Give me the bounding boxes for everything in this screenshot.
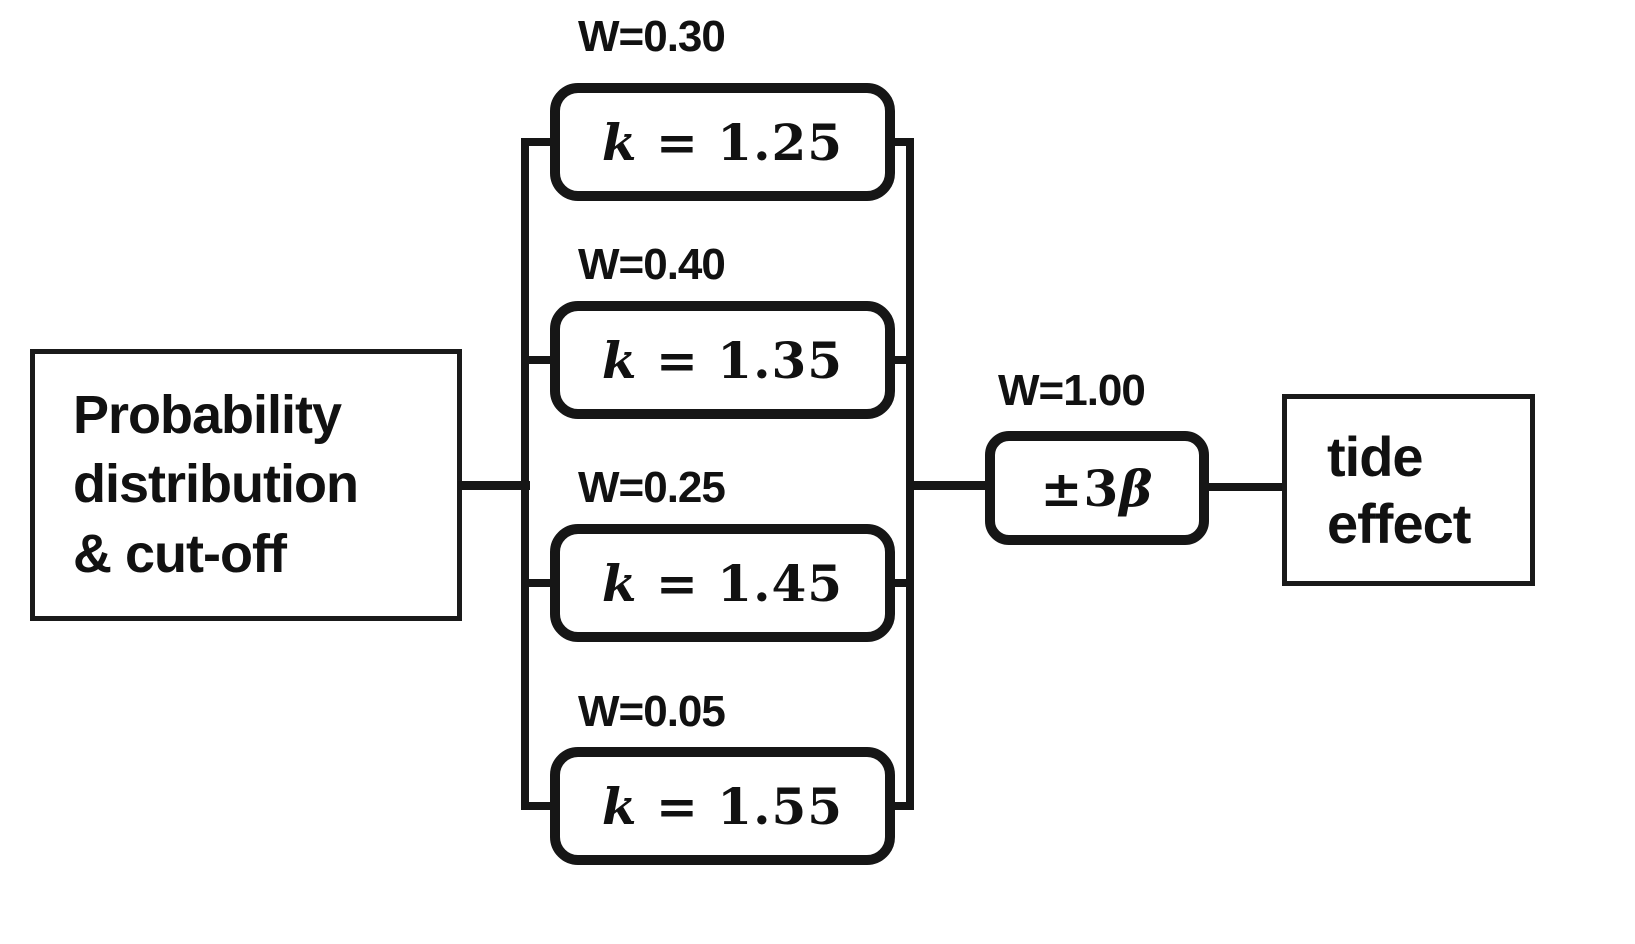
- branch-stub-right-3: [891, 579, 914, 587]
- k-symbol: k: [601, 553, 638, 613]
- k-box-3: k = 1.45: [550, 524, 895, 642]
- branch-stub-right-2: [891, 356, 914, 364]
- branch-stub-right-4: [891, 802, 914, 810]
- branch-stub-left-4: [521, 802, 554, 810]
- k-box-1-text: k = 1.25: [602, 113, 843, 172]
- k-symbol: k: [601, 330, 638, 390]
- branch-stub-left-3: [521, 579, 554, 587]
- connector-left: [458, 481, 530, 490]
- branch-stub-right-1: [891, 138, 914, 146]
- tide-effect-box: tide effect: [1282, 394, 1535, 586]
- connector-middle: [906, 481, 990, 490]
- k-value: = 1.45: [655, 553, 844, 613]
- k-box-4-text: k = 1.55: [602, 777, 843, 836]
- k-symbol: k: [601, 776, 638, 836]
- beta-symbol: β: [1119, 458, 1154, 518]
- probability-distribution-label: Probability distribution & cut-off: [73, 385, 359, 584]
- probability-distribution-box: Probability distribution & cut-off: [30, 349, 462, 621]
- beta-box: ±3β: [985, 431, 1209, 545]
- connector-right: [1205, 483, 1285, 491]
- k-box-1: k = 1.25: [550, 83, 895, 201]
- branch-stub-left-2: [521, 356, 554, 364]
- weight-label-3: W=0.25: [578, 463, 726, 512]
- weight-label-4: W=0.05: [578, 687, 726, 736]
- k-box-4: k = 1.55: [550, 747, 895, 865]
- left-bracket-line: [521, 138, 529, 810]
- weight-label-1: W=0.30: [578, 12, 726, 61]
- k-value: = 1.25: [655, 112, 844, 172]
- k-value: = 1.35: [655, 330, 844, 390]
- right-bracket-line: [906, 138, 914, 810]
- k-box-3-text: k = 1.45: [602, 554, 843, 613]
- beta-prefix: ±3: [1040, 458, 1120, 518]
- k-symbol: k: [601, 112, 638, 172]
- weight-label-merge: W=1.00: [998, 366, 1146, 415]
- k-box-2-text: k = 1.35: [602, 331, 843, 390]
- beta-label: ±3β: [1041, 459, 1154, 518]
- k-box-2: k = 1.35: [550, 301, 895, 419]
- branch-stub-left-1: [521, 138, 554, 146]
- tide-effect-label: tide effect: [1327, 424, 1471, 555]
- k-value: = 1.55: [655, 776, 844, 836]
- weight-label-2: W=0.40: [578, 240, 726, 289]
